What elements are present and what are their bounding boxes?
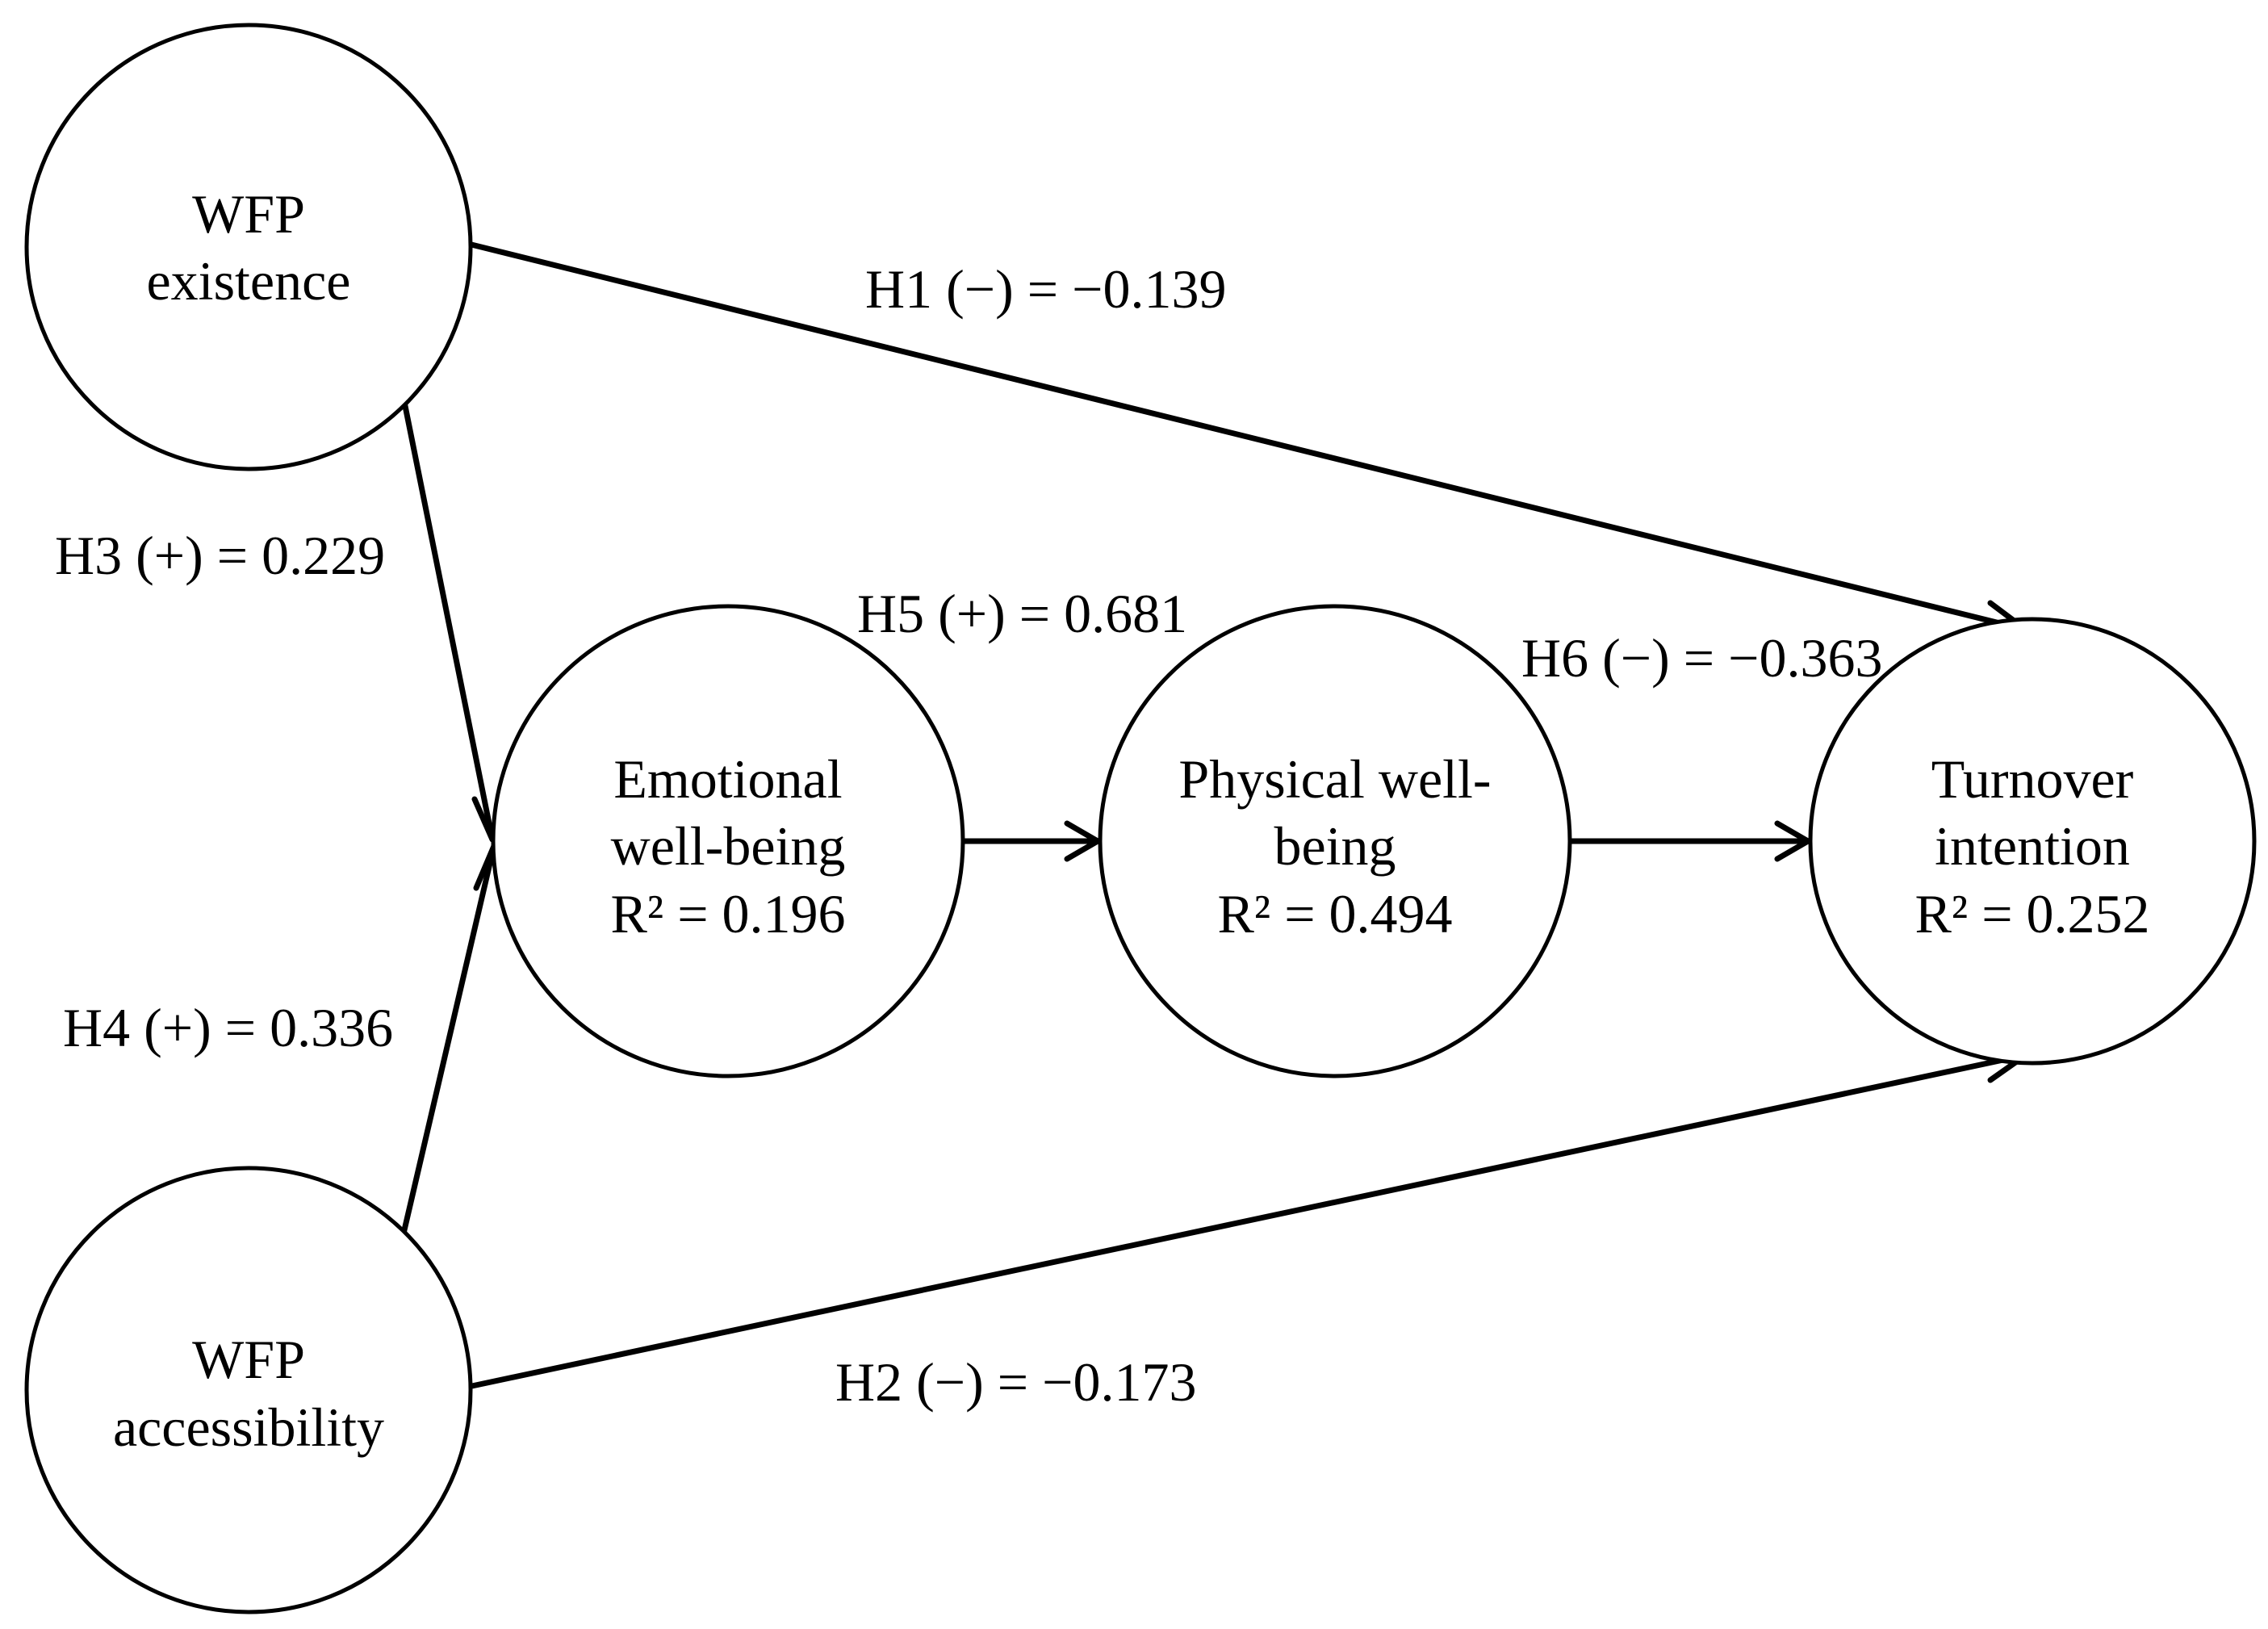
node-wfp-existence-line2: existence	[147, 250, 351, 312]
node-wfp-existence: WFP existence	[24, 23, 473, 471]
path-label-h2: H2 (−) = −0.173	[835, 1351, 1196, 1413]
edge-h2	[467, 1052, 2027, 1390]
path-label-h5: H5 (+) = 0.681	[857, 583, 1187, 644]
node-physical-wellbeing: Physical well- being R² = 0.494	[1098, 604, 1572, 1078]
node-physical-wellbeing-line1: Physical well-	[1178, 748, 1491, 810]
node-turnover-intention: Turnover intention R² = 0.252	[1808, 617, 2257, 1066]
edge-h1	[467, 241, 2027, 633]
node-wfp-accessibility: WFP accessibility	[24, 1166, 473, 1614]
node-wfp-accessibility-line2: accessibility	[113, 1397, 384, 1458]
edge-h4	[400, 845, 497, 1234]
node-wfp-existence-line1: WFP	[192, 183, 305, 245]
node-emotional-wellbeing: Emotional well-being R² = 0.196	[491, 604, 965, 1078]
node-wfp-accessibility-line1: WFP	[192, 1329, 305, 1390]
node-emotional-wellbeing-line1: Emotional	[613, 748, 842, 810]
path-label-h3: H3 (+) = 0.229	[55, 525, 385, 586]
node-physical-wellbeing-line2: being	[1274, 815, 1396, 877]
path-label-h1: H1 (−) = −0.139	[865, 258, 1226, 320]
path-label-h4: H4 (+) = 0.336	[63, 997, 393, 1058]
arrowhead-h5	[1064, 820, 1101, 862]
node-turnover-intention-r2: R² = 0.252	[1914, 883, 2149, 944]
edge-h3	[400, 397, 496, 840]
path-label-h6: H6 (−) = −0.363	[1521, 627, 1882, 689]
node-physical-wellbeing-r2: R² = 0.494	[1217, 883, 1452, 944]
node-emotional-wellbeing-r2: R² = 0.196	[610, 883, 845, 944]
arrowhead-h6	[1774, 820, 1811, 862]
node-turnover-intention-line2: intention	[1935, 815, 2130, 877]
node-emotional-wellbeing-line2: well-being	[611, 815, 846, 877]
node-turnover-intention-line1: Turnover	[1931, 748, 2134, 810]
